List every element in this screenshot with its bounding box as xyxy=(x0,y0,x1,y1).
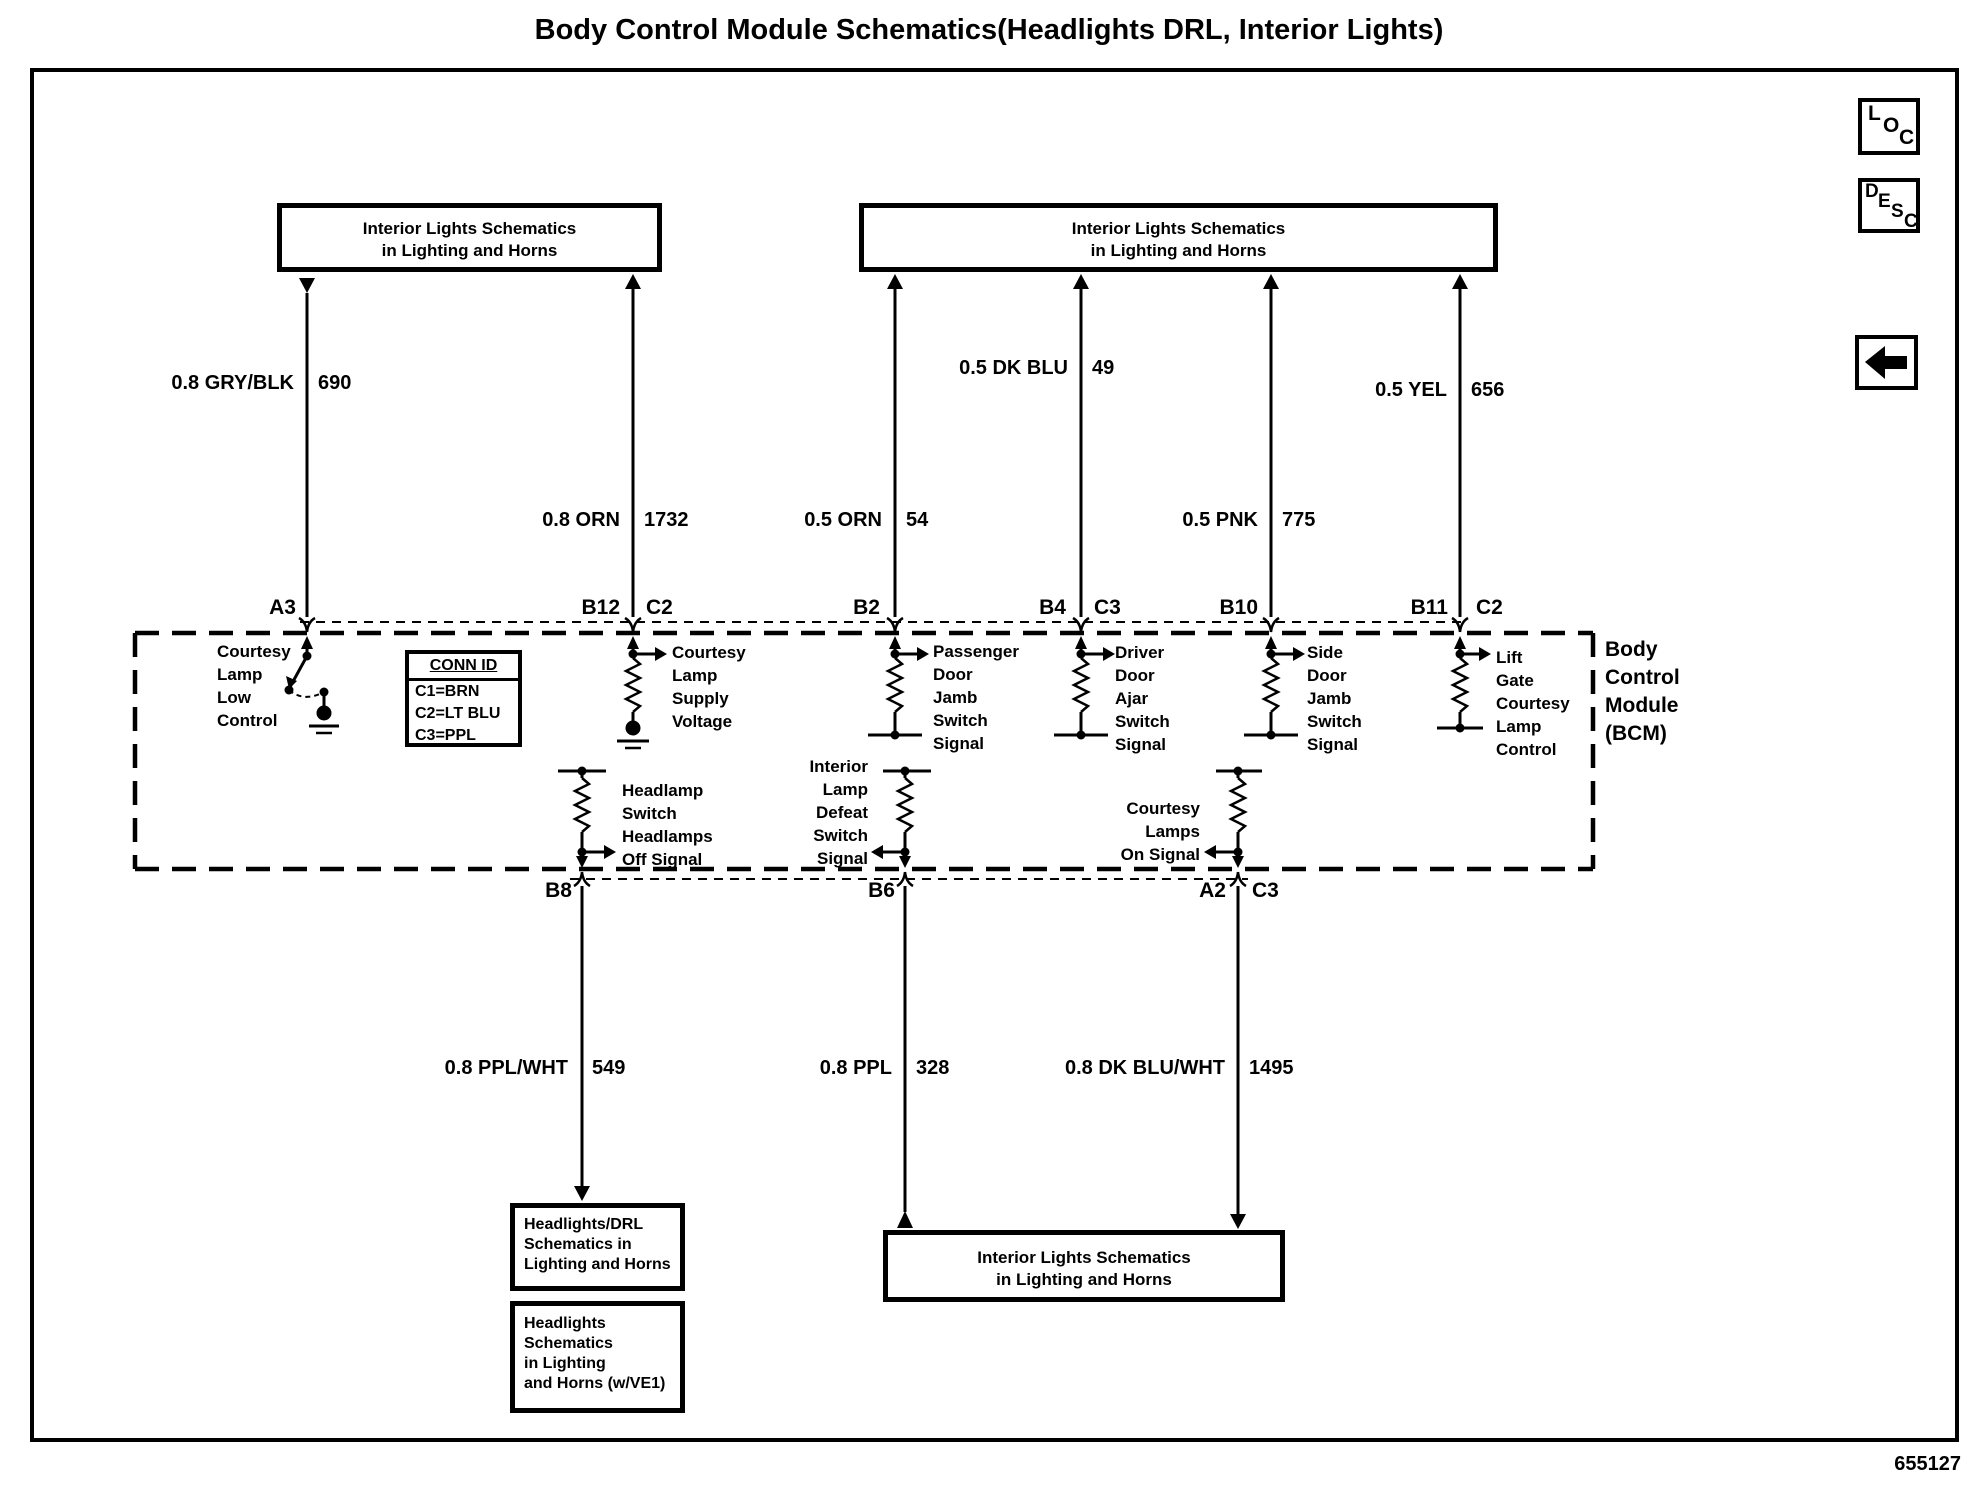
wire-color-gry-blk: 0.8 GRY/BLK xyxy=(171,372,294,394)
wire-b10-pnk xyxy=(1244,274,1305,740)
ref-box-interior-lights-bottom[interactable]: Interior Lights Schematics in Lighting a… xyxy=(883,1230,1285,1302)
loc-letter: C xyxy=(1899,126,1915,149)
wire-color-dk-blu-wht: 0.8 DK BLU/WHT xyxy=(1065,1057,1225,1079)
bcm-label: Body Control Module (BCM) xyxy=(1605,638,1680,745)
wire-circuit-49: 49 xyxy=(1092,357,1115,379)
wire-circuit-549: 549 xyxy=(592,1057,626,1079)
wire-b8-ppl-wht xyxy=(558,766,616,1201)
desc-letter: D xyxy=(1865,181,1879,202)
conn-id-legend: CONN ID C1=BRN C2=LT BLU C3=PPL xyxy=(405,650,522,747)
page-title: Body Control Module Schematics(Headlight… xyxy=(534,14,1444,46)
conn-id-title: CONN ID xyxy=(409,654,518,681)
conn-id-row: C2=LT BLU xyxy=(415,705,501,722)
wire-b6-ppl xyxy=(871,766,931,1228)
pin-b2: B2 xyxy=(853,596,880,619)
pin-a2: A2 xyxy=(1199,879,1226,902)
desc-letter: C xyxy=(1904,211,1918,232)
ref-box-interior-lights-top-left[interactable]: Interior Lights Schematics in Lighting a… xyxy=(277,203,662,272)
ref-box-interior-lights-top-right[interactable]: Interior Lights Schematics in Lighting a… xyxy=(859,203,1498,272)
ref-box-headlights-ve1[interactable]: Headlights Schematics in Lighting and Ho… xyxy=(510,1301,685,1413)
pin-a2-connector: C3 xyxy=(1252,879,1279,902)
loc-button[interactable]: L O C xyxy=(1858,98,1920,155)
desc-letter: E xyxy=(1878,191,1891,212)
wire-b12-orn xyxy=(617,274,667,750)
wire-b2-orn xyxy=(868,274,929,740)
desc-letter: S xyxy=(1891,201,1904,222)
pin-b12-connector: C2 xyxy=(646,596,673,619)
pin-b4-connector: C3 xyxy=(1094,596,1121,619)
wire-color-orn-1732: 0.8 ORN xyxy=(542,509,620,531)
wire-circuit-1732: 1732 xyxy=(644,509,689,531)
wire-color-dk-blu: 0.5 DK BLU xyxy=(959,357,1068,379)
pin-a3: A3 xyxy=(269,596,296,619)
wire-a2-dk-blu-wht xyxy=(1204,766,1262,1229)
bcm-dashed-border xyxy=(132,630,1596,872)
wire-circuit-656: 656 xyxy=(1471,379,1505,401)
wire-color-ppl-wht: 0.8 PPL/WHT xyxy=(444,1057,568,1079)
conn-id-row: C3=PPL xyxy=(415,727,476,744)
doc-number: 655127 xyxy=(1894,1453,1961,1475)
wire-circuit-54: 54 xyxy=(906,509,929,531)
wire-a3-gry-blk xyxy=(284,278,339,735)
pin-b4: B4 xyxy=(1039,596,1066,619)
wire-color-orn-54: 0.5 ORN xyxy=(804,509,882,531)
desc-button[interactable]: D E S C xyxy=(1858,178,1920,233)
pin-b11-connector: C2 xyxy=(1476,596,1503,619)
back-button[interactable] xyxy=(1855,335,1918,390)
diagram-border xyxy=(30,68,1959,1442)
conn-id-row: C1=BRN xyxy=(415,683,480,700)
wire-circuit-1495: 1495 xyxy=(1249,1057,1294,1079)
pin-b10: B10 xyxy=(1219,596,1258,619)
pin-b12: B12 xyxy=(581,596,620,619)
pin-b11: B11 xyxy=(1410,596,1448,619)
wire-color-yel: 0.5 YEL xyxy=(1375,379,1447,401)
pin-b6: B6 xyxy=(868,879,895,902)
wire-color-pnk: 0.5 PNK xyxy=(1182,509,1258,531)
pin-b8: B8 xyxy=(545,879,572,902)
wire-circuit-775: 775 xyxy=(1282,509,1316,531)
wire-circuit-328: 328 xyxy=(916,1057,950,1079)
connector-dashed-line xyxy=(300,621,1468,880)
wire-circuit-690: 690 xyxy=(318,372,352,394)
back-arrow-icon xyxy=(1865,346,1907,379)
wire-b4-dk-blu xyxy=(1054,274,1115,740)
wire-color-ppl: 0.8 PPL xyxy=(819,1057,892,1079)
ref-box-headlights-drl[interactable]: Headlights/DRL Schematics in Lighting an… xyxy=(510,1203,685,1291)
loc-letter: L xyxy=(1868,102,1881,125)
loc-letter: O xyxy=(1883,114,1900,137)
wire-b11-yel xyxy=(1437,274,1491,733)
